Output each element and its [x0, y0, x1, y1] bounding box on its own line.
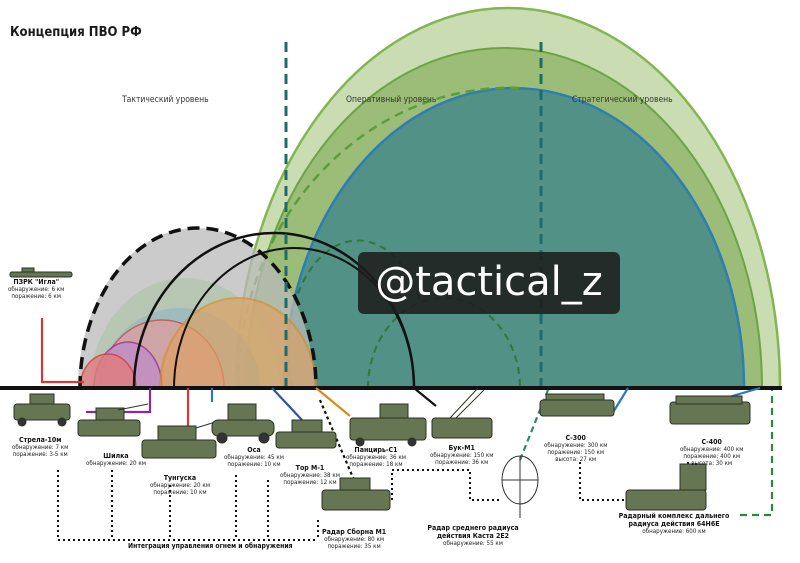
kasta-spec-detect: обнаружение: 55 км [443, 540, 503, 548]
s400-icon [669, 395, 751, 425]
igla-spec-kill: поражение: 6 км [11, 293, 61, 301]
igla-label: ПЗРК "Игла" обнаружение: 6 км поражение:… [8, 278, 64, 300]
watermark: @tactical_z [358, 252, 620, 314]
strela-name: Стрела-10м [18, 436, 62, 444]
osa-label: Оса обнаружение: 45 км поражение: 10 км [224, 446, 284, 468]
s400-spec-detect: обнаружение: 400 км [680, 446, 744, 454]
pantsir-name: Панцирь-С1 [354, 446, 398, 454]
tor-spec-kill: поражение: 12 км [283, 479, 337, 487]
tunguska-connector [172, 388, 190, 430]
radar-64n6e-name: Радарный комплекс дальнего радиуса дейст… [618, 512, 730, 529]
strela-10m-icon [13, 393, 71, 427]
tactical-domes [78, 226, 416, 389]
s400-label: С-400 обнаружение: 400 км поражение: 400… [680, 438, 743, 467]
tor-label: Тор М-1 обнаружение: 38 км поражение: 12… [280, 464, 340, 486]
kasta-label: Радар среднего радиуса действия Каста 2Е… [414, 524, 532, 547]
s300-name: С-300 [565, 434, 586, 442]
s300-spec-kill: поражение: 150 км [547, 449, 605, 457]
osa-black-circle [173, 247, 415, 389]
tor-spec-detect: обнаружение: 38 км [280, 472, 340, 480]
shilka-icon [77, 403, 149, 437]
sborna-name: Радар Сборна М1 [322, 528, 387, 536]
tunguska-icon [141, 419, 223, 459]
buk-connector [413, 387, 437, 407]
strela-spec-kill: поражение: 3-5 км [12, 451, 68, 459]
igla-spec-detect: обнаружение: 6 км [8, 286, 65, 294]
pantsir-spec-detect: обнаружение: 36 км [346, 454, 406, 462]
sborna-radar-icon [321, 477, 391, 511]
kasta-name: Радар среднего радиуса действия Каста 2Е… [427, 524, 519, 541]
buk-name: Бук-М1 [448, 444, 475, 452]
buk-spec-detect: обнаружение: 150 км [430, 452, 494, 460]
pantsir-connector [315, 387, 351, 417]
strela-spec-detect: обнаружение: 7 км [12, 444, 69, 452]
radar-64n6e-icon [625, 463, 707, 511]
tunguska-name: Тунгуска [163, 474, 197, 482]
s400-spec-kill: поражение: 400 км [683, 453, 741, 461]
osa-spec-kill: поражение: 10 км [227, 461, 281, 469]
igla-connector [40, 318, 84, 384]
buk-spec-kill: поражение: 36 км [435, 459, 489, 467]
kasta-range-dome [367, 297, 521, 389]
s400-name: С-400 [701, 438, 722, 446]
pantsir-s1-icon [349, 403, 427, 447]
pantsir-range-dome [158, 297, 318, 389]
s300-spec-detect: обнаружение: 300 км [544, 442, 608, 450]
tunguska-label: Тунгуска обнаружение: 20 км поражение: 1… [150, 474, 210, 496]
page-title: Концепция ПВО РФ [10, 25, 142, 40]
strategic-level-label: Стратегический уровень [572, 95, 673, 105]
radar-64n6e-label: Радарный комплекс дальнего радиуса дейст… [604, 512, 744, 535]
s300-spec-altitude: высота: 27 км [555, 456, 597, 464]
sborna-dotted-connector [318, 399, 356, 481]
tor-name: Тор М-1 [295, 464, 325, 472]
pantsir-spec-kill: поражение: 18 км [349, 461, 403, 469]
tunguska-spec-detect: обнаружение: 20 км [150, 482, 210, 490]
osa-icon [211, 403, 275, 444]
osa-name: Оса [247, 446, 261, 454]
sborna-dashed-outline [78, 226, 318, 389]
tor-connector [271, 387, 303, 421]
pantsir-label: Панцирь-С1 обнаружение: 36 км поражение:… [346, 446, 406, 468]
radar-64n6e-spec-detect: обнаружение: 600 км [642, 528, 706, 536]
buk-m1-icon [431, 387, 493, 439]
integration-label: Интеграция управления огнем и обнаружени… [128, 542, 293, 550]
s300-icon [539, 393, 615, 417]
strategic-domes [234, 6, 782, 390]
s300-connector [611, 387, 629, 415]
s300-label: С-300 обнаружение: 300 км поражение: 150… [544, 434, 607, 463]
vehicles [9, 267, 751, 518]
igla-launcher-icon [9, 267, 73, 278]
shilka-spec-detect: обнаружение: 20 км [86, 460, 146, 468]
igla-name: ПЗРК "Игла" [13, 278, 60, 286]
s300-range-dashed-edge [236, 86, 521, 389]
tactical-level-label: Тактический уровень [122, 95, 209, 105]
operational-level-label: Оперативный уровень [346, 95, 437, 105]
sborna-label: Радар Сборна М1 обнаружение: 80 км пораж… [322, 528, 386, 550]
osa-spec-detect: обнаружение: 45 км [224, 454, 284, 462]
sborna-spec-detect: обнаружение: 80 км [324, 536, 385, 544]
strela-label: Стрела-10м обнаружение: 7 км поражение: … [12, 436, 68, 458]
tor-m1-icon [275, 419, 337, 449]
shilka-label: Шилка обнаружение: 20 км [86, 452, 146, 467]
sborna-spec-kill: поражение: 35 км [327, 543, 381, 551]
kasta-radar-icon [501, 455, 539, 518]
s400-spec-altitude: высота: 30 км [691, 460, 733, 468]
shilka-name: Шилка [103, 452, 129, 460]
tunguska-spec-kill: поражение: 10 км [153, 489, 207, 497]
buk-label: Бук-М1 обнаружение: 150 км поражение: 36… [430, 444, 493, 466]
